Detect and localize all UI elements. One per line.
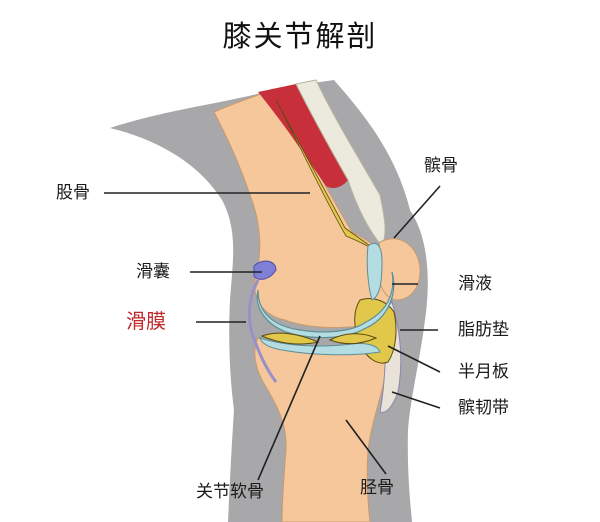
leader-articular-cartilage bbox=[257, 335, 321, 481]
label-tibia: 胫骨 bbox=[360, 478, 394, 498]
leader-patellar-ligament bbox=[391, 391, 441, 409]
leader-lines bbox=[104, 185, 441, 481]
label-patellar-ligament: 髌韧带 bbox=[458, 398, 509, 418]
articular-cartilage-patella bbox=[366, 242, 383, 301]
leader-patella bbox=[393, 185, 441, 239]
label-articular-cartilage: 关节软骨 bbox=[196, 482, 264, 502]
label-fat-pad: 脂肪垫 bbox=[458, 320, 509, 340]
label-bursa: 滑囊 bbox=[136, 262, 170, 282]
diagram-title: 膝关节解剖 bbox=[222, 19, 378, 53]
label-meniscus: 半月板 bbox=[458, 362, 509, 382]
synovium-membrane bbox=[247, 279, 278, 383]
label-patella: 髌骨 bbox=[424, 156, 458, 176]
label-synovium: 滑膜 bbox=[126, 309, 166, 333]
leader-tibia bbox=[345, 419, 387, 475]
quadriceps-muscle bbox=[258, 84, 348, 188]
articular-cartilage-femur bbox=[256, 271, 395, 339]
bursa-sac bbox=[253, 260, 277, 280]
leader-meniscus bbox=[387, 345, 441, 373]
label-femur: 股骨 bbox=[56, 183, 90, 203]
label-synovial-fluid: 滑液 bbox=[458, 274, 492, 294]
